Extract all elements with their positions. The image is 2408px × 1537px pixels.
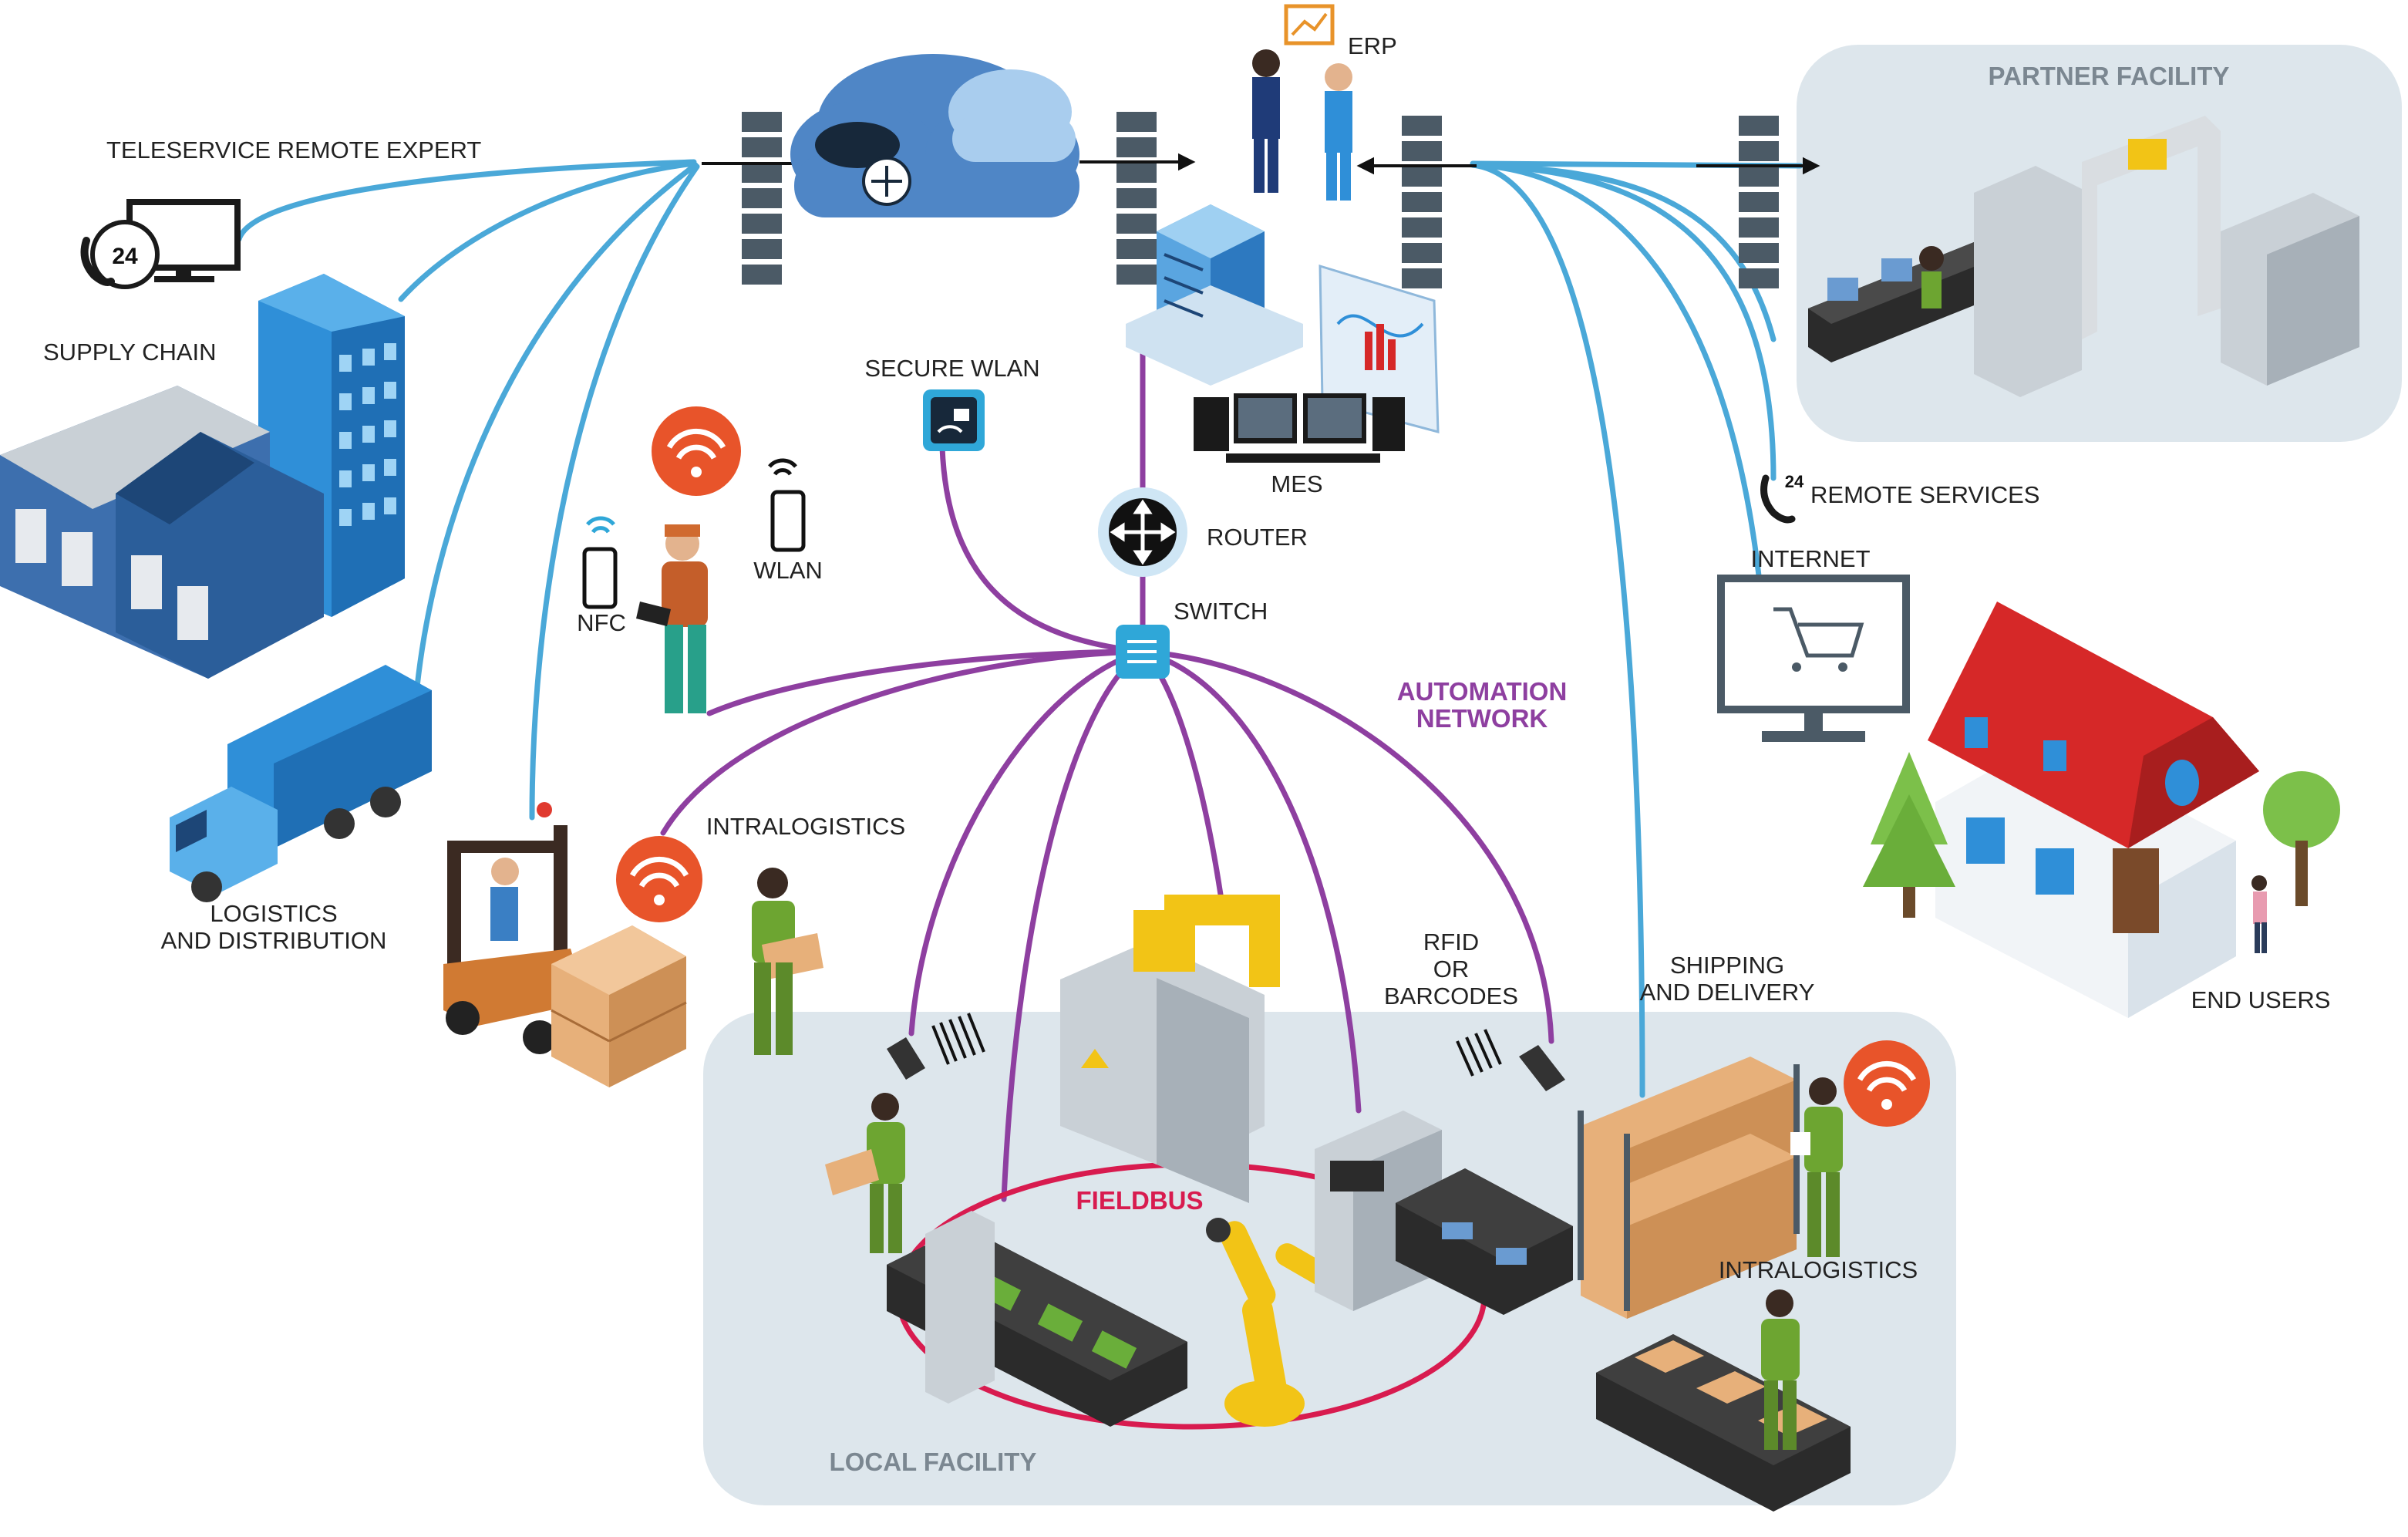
- label-automation-2: NETWORK: [1416, 704, 1548, 733]
- label-end-users: END USERS: [2191, 986, 2331, 1013]
- storage-shelf: [1578, 1057, 1800, 1319]
- forklift-icon: [443, 802, 586, 1054]
- cloud-icon: [790, 54, 1079, 217]
- server-rack-icon: [1126, 204, 1303, 386]
- wifi-badge-forklift: [616, 836, 702, 922]
- router-icon: [1098, 487, 1187, 577]
- label-wlan: WLAN: [753, 557, 823, 584]
- label-rfid-2: OR: [1433, 956, 1470, 983]
- internet-monitor-icon: [1717, 575, 1910, 742]
- firewall-right: [1402, 116, 1442, 288]
- label-supply-chain: SUPPLY CHAIN: [43, 339, 217, 366]
- remote-services-phone-icon: [1760, 474, 1796, 524]
- mes-monitors-icon: [1194, 393, 1405, 463]
- label-secure-wlan: SECURE WLAN: [864, 355, 1039, 382]
- link-logistics: [413, 162, 699, 697]
- end-user-person: [2251, 875, 2267, 953]
- link-secure-wlan: [939, 444, 1146, 655]
- label-fieldbus: FIELDBUS: [1076, 1186, 1204, 1215]
- label-rfid-3: BARCODES: [1384, 983, 1518, 1009]
- link-internet-monitor: [1470, 162, 1763, 585]
- label-shipping-2: AND DELIVERY: [1640, 979, 1815, 1006]
- firewall-partner: [1739, 116, 1779, 288]
- barcode-scanner-left-icon: [887, 1013, 985, 1080]
- link-supply-chain: [398, 160, 697, 302]
- label-nfc: NFC: [577, 609, 626, 636]
- label-rfid-1: RFID: [1423, 929, 1479, 956]
- tree-right: [2263, 771, 2340, 906]
- worker-with-tablet: [636, 524, 708, 713]
- inspection-machine: [1315, 1111, 1573, 1315]
- switch-icon: [1116, 625, 1170, 679]
- conveyor-left: [887, 1211, 1187, 1427]
- label-mes: MES: [1271, 470, 1322, 497]
- label-shipping-1: SHIPPING: [1670, 952, 1784, 979]
- firewall-center: [1116, 112, 1157, 285]
- nfc-phone-icon: [582, 516, 618, 609]
- link-remote-services: [1470, 162, 1777, 481]
- link-rfid: [1140, 649, 1554, 1044]
- robot-arm: [1206, 1218, 1353, 1427]
- label-intralogistics-bottom: INTRALOGISTICS: [1719, 1256, 1918, 1283]
- worker-carrying-box: [752, 868, 823, 1055]
- teleservice-monitor-icon: [80, 199, 241, 289]
- label-remote-services: REMOTE SERVICES: [1810, 481, 2039, 508]
- link-conveyor-left: [1001, 649, 1146, 1202]
- label-local-facility: LOCAL FACILITY: [830, 1448, 1037, 1476]
- barcode-scanner-right-icon: [1456, 1029, 1565, 1091]
- link-teleservice: [236, 159, 697, 242]
- wlan-phone-icon: [768, 458, 806, 552]
- firewall-left: [742, 112, 782, 285]
- pallet-boxes: [551, 925, 687, 1087]
- badge-24-large: 24: [112, 244, 138, 269]
- label-teleservice: TELESERVICE REMOTE EXPERT: [106, 137, 481, 163]
- house-icon: [1928, 602, 2259, 1018]
- label-logistics-1: LOGISTICS: [210, 900, 337, 927]
- link-forklift: [529, 163, 700, 821]
- secure-wlan-icon: [923, 389, 985, 451]
- label-router: ROUTER: [1207, 524, 1308, 551]
- worker-with-circuit-board: [825, 1093, 905, 1253]
- badge-24-small: 24: [1785, 472, 1804, 491]
- erp-people-icon: [1252, 4, 1352, 201]
- link-forklift-switch: [660, 649, 1146, 836]
- supply-chain-buildings: [0, 274, 405, 679]
- truck-icon: [170, 665, 432, 902]
- link-inspection: [1140, 649, 1362, 1114]
- worker-with-clipboard: [1790, 1077, 1843, 1257]
- label-erp: ERP: [1348, 32, 1397, 59]
- label-switch: SWITCH: [1174, 598, 1268, 625]
- partner-facility-machinery: [1808, 116, 2359, 397]
- wifi-badge-worker: [652, 406, 741, 496]
- label-partner-facility: PARTNER FACILITY: [1989, 62, 2230, 90]
- link-shipping: [1470, 162, 1645, 1098]
- wifi-badge-shipping: [1844, 1040, 1930, 1127]
- label-automation-1: AUTOMATION: [1397, 677, 1568, 706]
- label-logistics-2: AND DISTRIBUTION: [161, 927, 387, 954]
- label-intralogistics-top: INTRALOGISTICS: [706, 813, 905, 840]
- conveyor-right-boxes: [1596, 1289, 1851, 1512]
- gantry-robot: [1060, 895, 1280, 1203]
- mes-chart-panel: [1319, 264, 1440, 433]
- link-barcode-left: [908, 649, 1146, 1036]
- tree-left: [1863, 752, 1955, 918]
- label-internet: INTERNET: [1751, 545, 1871, 572]
- automation-links: [660, 348, 1554, 1202]
- internet-links: [236, 159, 1803, 1098]
